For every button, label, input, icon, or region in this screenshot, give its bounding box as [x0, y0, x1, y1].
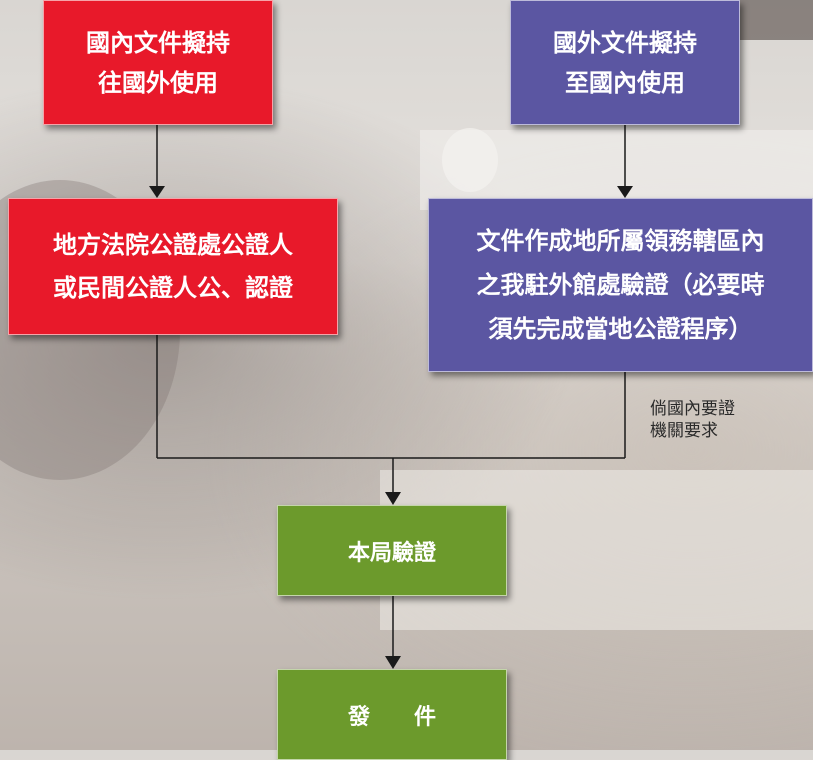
domestic-to-abroad-box: 國內文件擬持 往國外使用	[43, 0, 273, 125]
arrow-head-merge	[385, 492, 401, 505]
issue-label: 發 件	[347, 704, 436, 730]
overseas-mission-box: 文件作成地所屬領務轄區內 之我駐外館處驗證（必要時 須先完成當地公證程序）	[428, 198, 813, 372]
bureau-verification-label: 本局驗證	[347, 540, 436, 566]
local-notary-label: 地方法院公證處公證人 或民間公證人公、認證	[53, 230, 293, 302]
local-notary-box: 地方法院公證處公證人 或民間公證人公、認證	[8, 198, 338, 335]
bureau-verification-box: 本局驗證	[277, 505, 507, 596]
domestic-to-abroad-label: 國內文件擬持 往國外使用	[86, 28, 230, 97]
domestic-agency-note: 倘國內要證 機關要求	[650, 399, 735, 441]
issue-box: 發 件	[277, 669, 507, 760]
arrow-head-left	[149, 186, 165, 198]
arrow-head-issue	[385, 656, 401, 669]
foreign-to-domestic-box: 國外文件擬持 至國內使用	[510, 0, 740, 125]
overseas-mission-label: 文件作成地所屬領務轄區內 之我駐外館處驗證（必要時 須先完成當地公證程序）	[476, 227, 765, 343]
foreign-to-domestic-label: 國外文件擬持 至國內使用	[553, 28, 697, 97]
arrow-head-right	[617, 186, 633, 198]
